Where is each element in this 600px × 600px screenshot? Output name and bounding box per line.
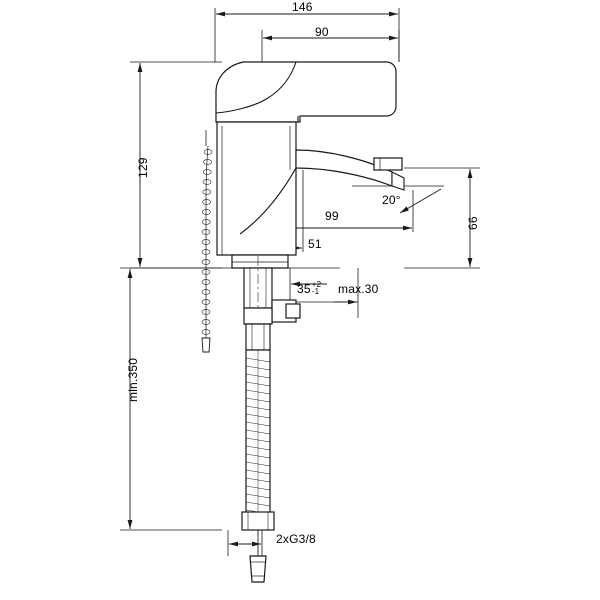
- dimension-label-spout-height: 66: [466, 216, 480, 230]
- dimension-label-max-thickness: max.30: [338, 282, 379, 296]
- dimension-label-connection: 2xG3/8: [276, 532, 316, 546]
- dimension-label-spout-width: 90: [315, 25, 329, 39]
- dimension-label-body-height: 129: [136, 157, 150, 178]
- dimension-label-overall-width: 146: [292, 0, 313, 14]
- dimension-label-angle: 20°: [382, 193, 401, 207]
- dimension-label-spout-reach: 99: [325, 209, 339, 223]
- tap-illustration: [201, 61, 405, 583]
- dimension-label-lever-reach: 51: [308, 237, 322, 251]
- dimension-label-hose-length: min.350: [126, 357, 140, 402]
- thread-zone-tolerance-lower: -1: [311, 287, 320, 297]
- dimension-lines: [127, 11, 473, 547]
- thread-zone-value: 35: [297, 282, 311, 296]
- thread-zone-tolerance: +2-1: [312, 281, 322, 296]
- dimension-label-thread-zone: 35+2-1: [297, 281, 322, 297]
- thread-zone-tolerance-upper: +2: [311, 280, 322, 290]
